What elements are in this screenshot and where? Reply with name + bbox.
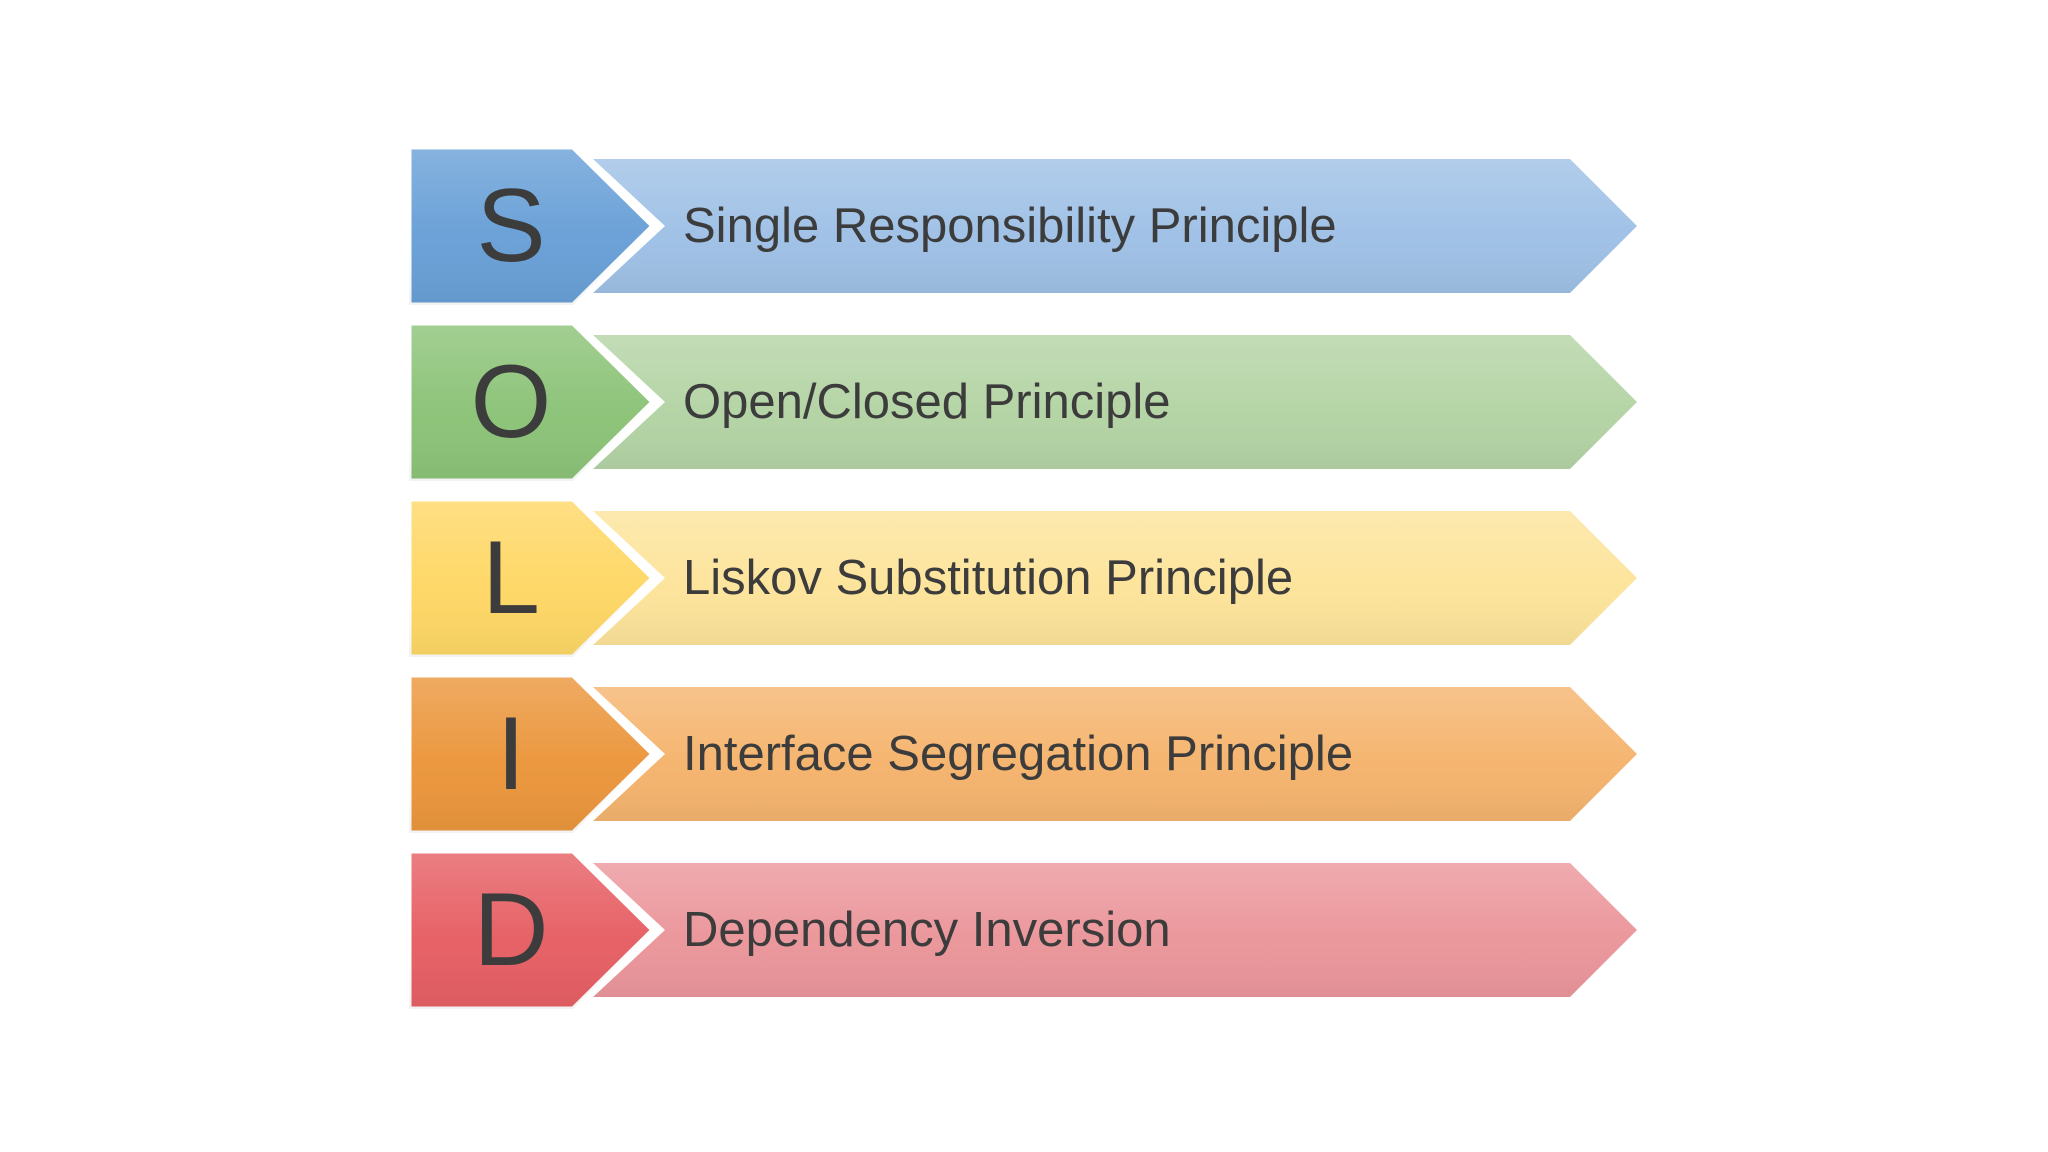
label-single-responsibility: Single Responsibility Principle (683, 199, 1337, 253)
label-liskov-substitution: Liskov Substitution Principle (683, 551, 1294, 605)
letter-badge-shine-i (409, 675, 653, 833)
letter-badge-shine-l (409, 499, 653, 657)
letter-badge-shine-d (409, 851, 653, 1009)
row-open-closed (406, 320, 1637, 484)
row-dependency-inversion (406, 848, 1637, 1012)
letter-d: D (473, 872, 549, 988)
row-single-responsibility (406, 144, 1637, 308)
banner-shine-d (593, 863, 1637, 997)
label-dependency-inversion: Dependency Inversion (683, 903, 1171, 957)
letter-badge-shine-o (409, 323, 653, 481)
banner-shine-l (593, 511, 1637, 645)
row-liskov-substitution (406, 496, 1637, 660)
letter-o: O (470, 344, 552, 460)
banner-shine-s (593, 159, 1637, 293)
row-interface-segregation (406, 672, 1637, 836)
banner-shine-i (593, 687, 1637, 821)
label-interface-segregation: Interface Segregation Principle (683, 727, 1354, 781)
banner-shine-o (593, 335, 1637, 469)
letter-s: S (476, 168, 546, 284)
label-open-closed: Open/Closed Principle (683, 375, 1171, 429)
letter-badge-shine-s (409, 147, 653, 305)
letter-l: L (482, 520, 540, 636)
letter-i: I (496, 696, 526, 812)
